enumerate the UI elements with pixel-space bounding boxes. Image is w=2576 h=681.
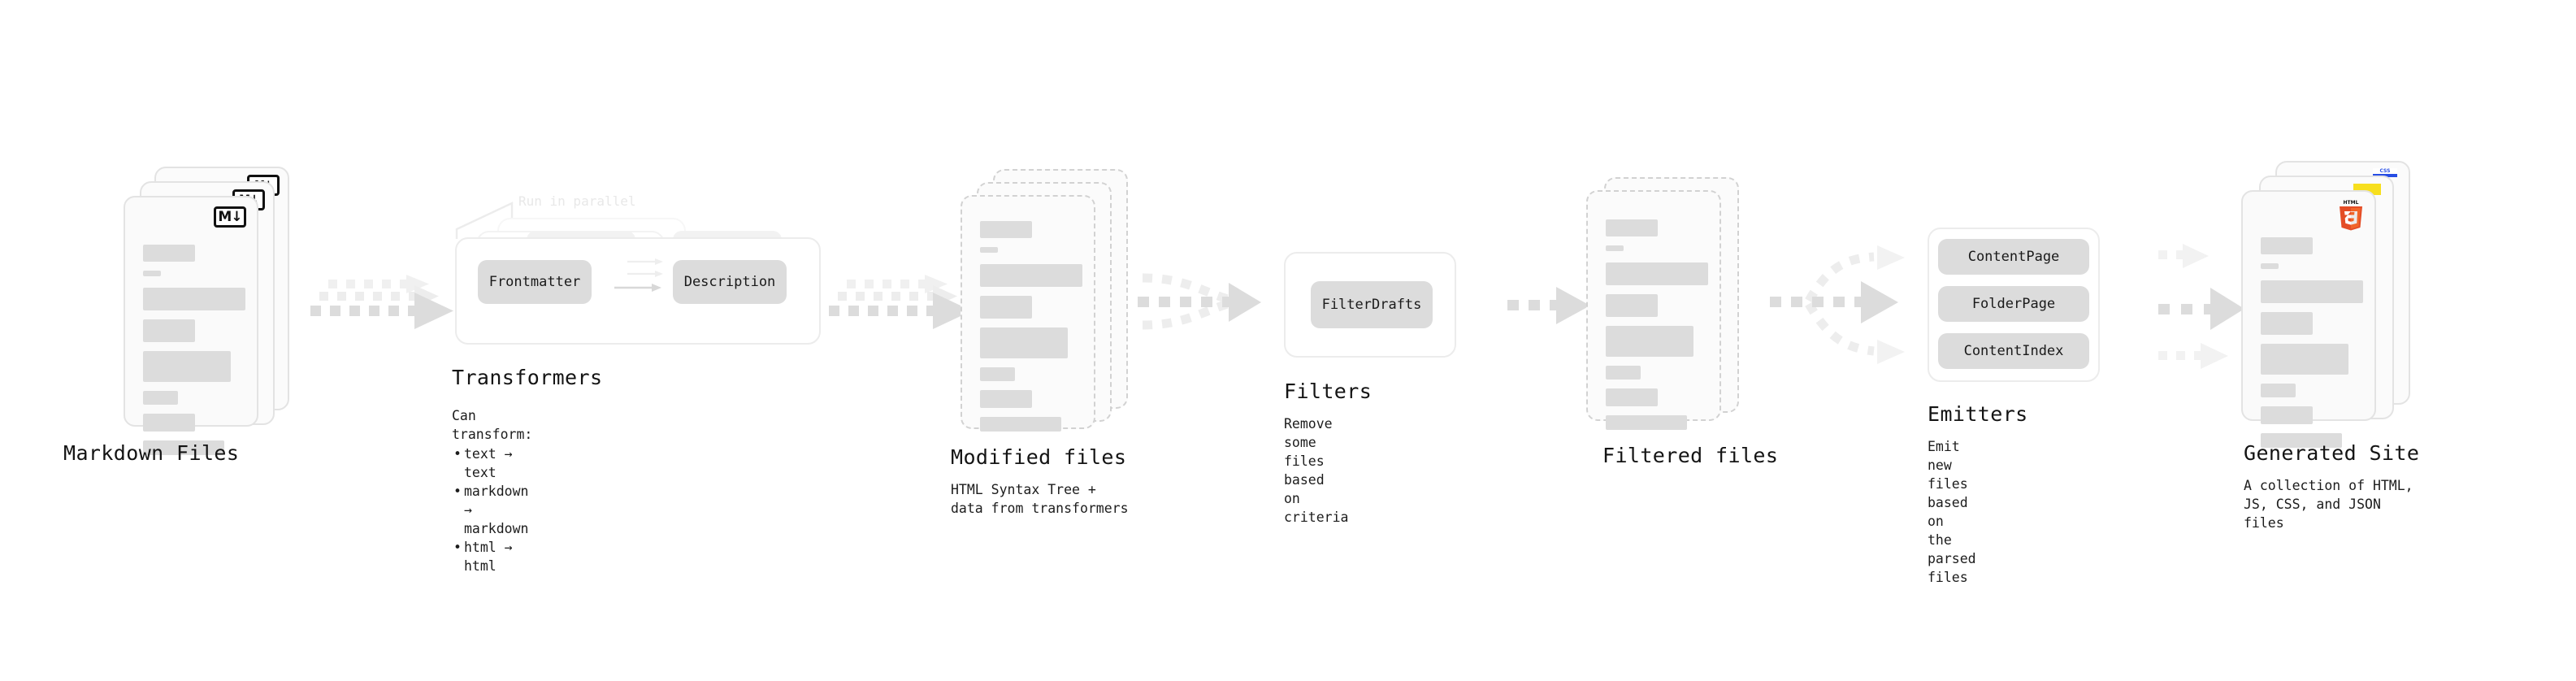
- svg-text:HTML: HTML: [2344, 200, 2359, 206]
- converging-dotted-arrow-icon: [1138, 273, 1261, 330]
- html5-badge: HTML: [2337, 198, 2365, 231]
- content-line: [143, 271, 161, 276]
- stage-markdown-files: M↓ M↓ M↓ Markdown Files: [63, 167, 294, 465]
- card-content-lines: [980, 221, 1082, 440]
- chip-contentpage[interactable]: ContentPage: [1938, 239, 2089, 275]
- conn-emitters-to-site: [2153, 236, 2316, 382]
- stage-subtitle-emitters: Emit new files based on the parsed files: [1928, 439, 1976, 585]
- content-line: [143, 351, 231, 382]
- bullet-markdown: markdown → markdown: [452, 482, 532, 538]
- card-content-lines: [1606, 219, 1708, 439]
- content-line: [2261, 280, 2363, 303]
- modified-file-stack: [961, 169, 1131, 432]
- stage-title-modified-files: Modified files: [951, 445, 1127, 469]
- stage-subtitle-generated-site: A collection of HTML, JS, CSS, and JSON …: [2244, 478, 2413, 531]
- content-line: [1606, 262, 1708, 285]
- stage-subtitle-filters: Remove some files based on criteria: [1284, 416, 1349, 525]
- filtered-file-stack: [1586, 177, 1749, 430]
- stage-generated-site: CSS HTML: [2241, 161, 2419, 531]
- stage-title-transformers: Transformers: [452, 366, 603, 389]
- card-content-lines: [143, 245, 245, 464]
- stage-title-emitters: Emitters: [1928, 402, 2028, 426]
- content-line: [980, 247, 998, 253]
- transform-arrow-ghost-icon: [627, 258, 663, 277]
- transform-arrow-icon: [614, 284, 661, 292]
- content-line: [2261, 433, 2342, 448]
- content-line: [2261, 344, 2348, 375]
- conn-filtered-to-emitters: [1770, 237, 1924, 384]
- run-in-parallel-note: Run in parallel: [518, 193, 636, 209]
- content-line: [980, 221, 1032, 238]
- diverging-dotted-arrow-icon: [1770, 245, 1905, 364]
- content-line: [2261, 263, 2279, 269]
- bullet-html: html → html: [452, 538, 532, 575]
- single-dotted-arrow-icon: [1507, 287, 1590, 324]
- chip-contentindex[interactable]: ContentIndex: [1938, 333, 2089, 369]
- content-line: [1606, 388, 1658, 406]
- run-in-parallel-bracket-icon: [455, 202, 514, 239]
- conn-transformers-to-modified: [829, 275, 991, 348]
- card-front: [1586, 190, 1721, 430]
- conn-filters-to-filtered: [1507, 287, 1621, 337]
- parallel-dotted-arrow-icon: [310, 275, 453, 329]
- content-line: [980, 367, 1015, 381]
- stage-title-filters: Filters: [1284, 380, 1373, 403]
- content-line: [2261, 312, 2313, 335]
- content-line: [2261, 237, 2313, 254]
- parallel-dotted-arrow-icon: [2158, 244, 2244, 369]
- content-line: [1606, 415, 1687, 430]
- conn-modified-to-filters: [1138, 260, 1284, 349]
- content-line: [2261, 384, 2296, 397]
- content-line: [1606, 294, 1658, 317]
- content-line: [143, 245, 195, 262]
- html5-shield-icon: HTML: [2340, 200, 2362, 231]
- transformers-description: Can transform: text → text markdown → ma…: [452, 406, 532, 575]
- content-line: [1606, 366, 1641, 380]
- parallel-dotted-arrow-icon: [829, 275, 972, 329]
- content-line: [980, 296, 1032, 319]
- markdown-file-stack: M↓ M↓ M↓: [124, 167, 294, 455]
- card-front: M↓: [124, 196, 258, 455]
- chip-filterdrafts[interactable]: FilterDrafts: [1311, 281, 1433, 328]
- content-line: [2261, 406, 2313, 424]
- card-content-lines: [2261, 237, 2363, 457]
- card-front: HTML: [2241, 190, 2376, 448]
- content-line: [143, 391, 178, 405]
- stage-modified-files: Modified files HTML Syntax Tree + data f…: [951, 169, 1131, 516]
- content-line: [143, 288, 245, 310]
- content-line: [143, 440, 224, 455]
- bullet-text: text → text: [452, 445, 532, 482]
- stage-subtitle-modified-files: HTML Syntax Tree + data from transformer…: [951, 482, 1129, 516]
- stage-title-markdown-files: Markdown Files: [63, 441, 240, 465]
- content-line: [980, 264, 1082, 287]
- content-line: [1606, 245, 1624, 251]
- content-line: [980, 417, 1061, 432]
- content-line: [980, 327, 1068, 358]
- chip-folderpage[interactable]: FolderPage: [1938, 286, 2089, 322]
- content-line: [143, 319, 195, 342]
- chip-frontmatter[interactable]: Frontmatter: [478, 260, 592, 304]
- markdown-badge: M↓: [214, 206, 246, 228]
- stage-title-filtered-files: Filtered files: [1602, 444, 1779, 467]
- content-line: [143, 414, 195, 432]
- card-front: [961, 195, 1095, 432]
- chip-description[interactable]: Description: [673, 260, 787, 304]
- transform-bullet-list: text → text markdown → markdown html → h…: [452, 445, 532, 575]
- content-line: [1606, 326, 1693, 357]
- content-line: [980, 390, 1032, 408]
- generated-site-stack: CSS HTML: [2241, 161, 2416, 448]
- can-transform-label: Can transform:: [452, 408, 533, 442]
- stage-filtered-files: Filtered files: [1586, 177, 1778, 467]
- content-line: [1606, 219, 1658, 236]
- conn-md-to-transformers: [310, 275, 473, 348]
- stage-title-generated-site: Generated Site: [2244, 441, 2420, 465]
